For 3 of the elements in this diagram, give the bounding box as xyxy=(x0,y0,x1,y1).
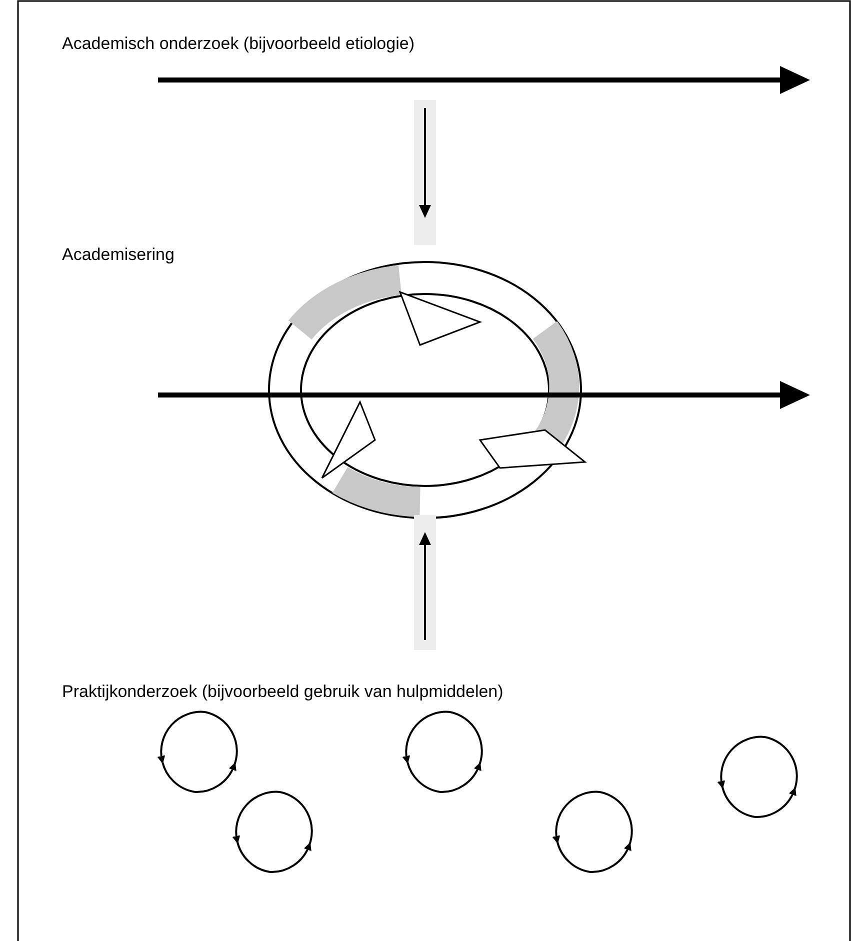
label-text: Academisch onderzoek (bijvoorbeeld etiologie) xyxy=(62,34,414,54)
label-text: Academisering xyxy=(62,245,174,265)
label-text: Praktijkonderzoek (bijvoorbeeld gebruik van hulpmiddelen) xyxy=(62,682,504,702)
